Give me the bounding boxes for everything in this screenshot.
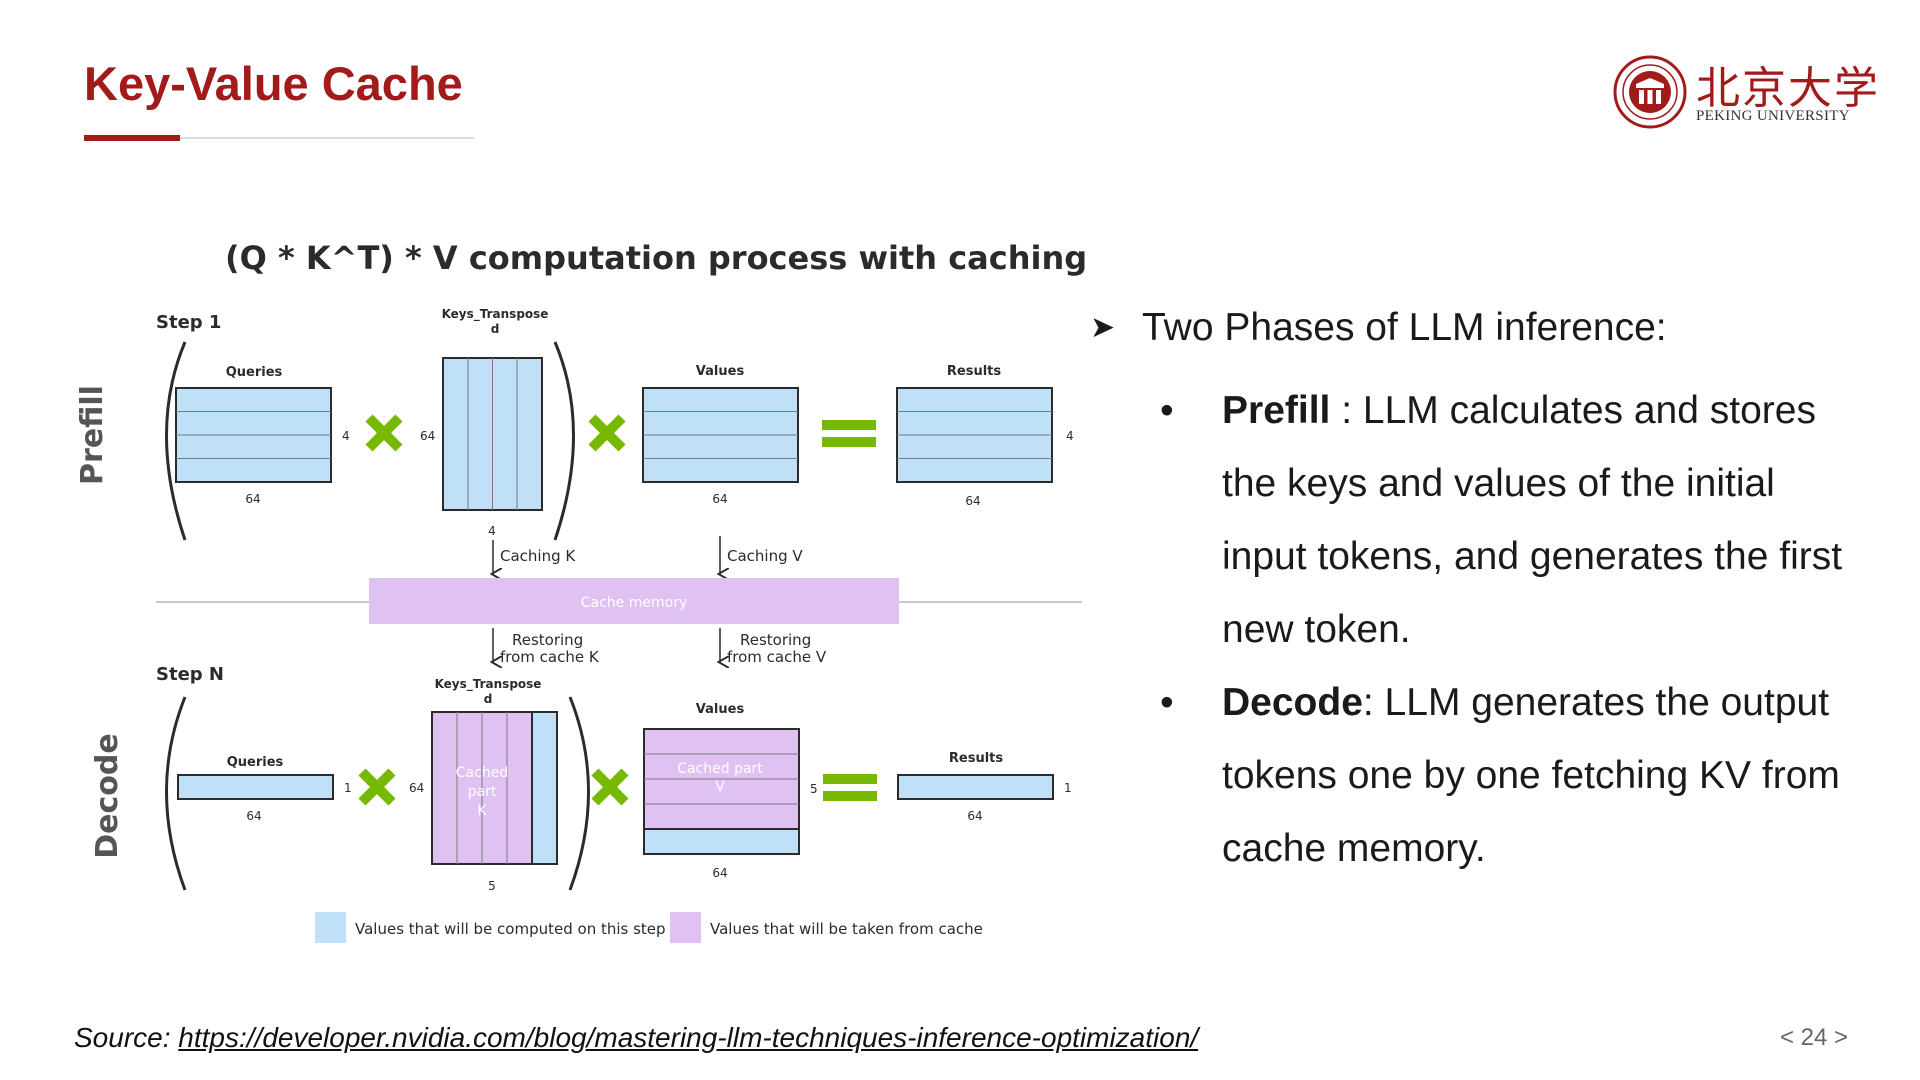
- decode-left-paren: [165, 696, 187, 891]
- equals-icon: [823, 774, 877, 801]
- decode-keys-rows: 64: [409, 781, 424, 795]
- multiply-icon: [591, 768, 629, 806]
- restore-k-label-line2: from cache K: [500, 648, 600, 666]
- dot-bullet-icon: •: [1160, 389, 1174, 432]
- legend-computed-swatch: [315, 912, 346, 943]
- decode-values-label: Values: [696, 702, 745, 717]
- prefill-description: : LLM calculates and stores the keys and…: [1222, 389, 1843, 651]
- decode-results-matrix: [897, 774, 1054, 800]
- title-accent-bar: [84, 135, 180, 141]
- decode-cached-k-line3: K: [477, 803, 487, 819]
- university-name-chinese: 北京大学: [1696, 63, 1880, 114]
- prefill-phase-label: Prefill: [75, 385, 110, 485]
- bullet-main-text: Two Phases of LLM inference:: [1142, 306, 1667, 349]
- decode-term: Decode: [1222, 681, 1363, 724]
- peking-university-logo: 北京大学 PEKING UNIVERSITY: [1612, 52, 1878, 132]
- university-name-english: PEKING UNIVERSITY: [1696, 108, 1850, 124]
- prefill-values-cols: 64: [712, 492, 727, 506]
- prefill-results-label: Results: [947, 364, 1001, 379]
- prefill-queries-cols: 64: [245, 492, 260, 506]
- caching-k-label: Caching K: [500, 547, 576, 565]
- multiply-icon: [358, 768, 396, 806]
- decode-keys-label: Keys_Transpose: [435, 677, 542, 692]
- decode-queries-rows: 1: [344, 781, 352, 795]
- bullet-main: ➤ Two Phases of LLM inference:: [1090, 300, 1890, 356]
- decode-results-cols: 64: [967, 809, 982, 823]
- decode-queries-matrix: [177, 774, 334, 800]
- prefill-results-cols: 64: [965, 494, 980, 508]
- prefill-keys-label-d: d: [491, 322, 500, 336]
- sub-bullet-decode: • Decode: LLM generates the output token…: [1160, 666, 1890, 885]
- decode-cached-v-line2: V: [715, 779, 725, 795]
- decode-description: : LLM generates the output tokens one by…: [1222, 681, 1840, 870]
- decode-keys-cols: 5: [488, 879, 496, 893]
- prefill-right-paren: [553, 341, 575, 541]
- slide-title: Key-Value Cache: [84, 57, 463, 110]
- decode-values-rows: 5: [810, 782, 818, 796]
- legend-cached-swatch: [670, 912, 701, 943]
- caching-v-label: Caching V: [727, 547, 803, 565]
- prefill-results-matrix: [896, 387, 1053, 483]
- equals-icon: [822, 420, 876, 447]
- prefill-keys-cols: 4: [488, 524, 496, 538]
- source-citation: Source: https://developer.nvidia.com/blo…: [74, 1022, 1198, 1054]
- restore-k-label-line1: Restoring: [512, 631, 583, 649]
- dot-bullet-icon: •: [1160, 681, 1174, 724]
- source-link[interactable]: https://developer.nvidia.com/blog/master…: [178, 1022, 1199, 1053]
- prefill-queries-matrix: [175, 387, 332, 483]
- cache-memory-label: Cache memory: [581, 595, 687, 611]
- decode-right-paren: [568, 696, 590, 891]
- decode-values-matrix: [643, 728, 800, 855]
- prefill-left-paren: [165, 341, 187, 541]
- multiply-icon: [588, 414, 626, 452]
- decode-queries-label: Queries: [227, 755, 284, 770]
- multiply-icon: [365, 414, 403, 452]
- prefill-keys-matrix: [442, 357, 543, 511]
- prefill-results-rows: 4: [1066, 429, 1074, 443]
- cache-memory-block: [369, 578, 899, 624]
- restore-v-label-line1: Restoring: [740, 631, 811, 649]
- prefill-queries-rows: 4: [342, 429, 350, 443]
- decode-results-label: Results: [949, 751, 1003, 766]
- bullet-list: ➤ Two Phases of LLM inference: • Prefill…: [1090, 300, 1890, 885]
- prefill-queries-label: Queries: [226, 365, 283, 380]
- source-label: Source:: [74, 1022, 179, 1053]
- prefill-values-label: Values: [696, 364, 745, 379]
- legend-cached-label: Values that will be taken from cache: [710, 920, 983, 938]
- decode-cached-v-line1: Cached part: [677, 761, 763, 777]
- prefill-keys-label: Keys_Transpose: [442, 307, 549, 322]
- sub-bullet-prefill: • Prefill : LLM calculates and stores th…: [1160, 374, 1890, 666]
- prefill-term: Prefill: [1222, 389, 1331, 432]
- arrow-bullet-icon: ➤: [1090, 311, 1116, 344]
- legend-computed-label: Values that will be computed on this ste…: [355, 920, 666, 938]
- decode-values-cols: 64: [712, 866, 727, 880]
- decode-queries-cols: 64: [246, 809, 261, 823]
- restore-v-label-line2: from cache V: [727, 648, 827, 666]
- decode-step-label: Step N: [156, 664, 224, 685]
- decode-keys-label-d: d: [484, 692, 493, 706]
- title-underline: [84, 137, 474, 139]
- decode-cached-k-line2: part: [468, 784, 497, 800]
- prefill-keys-rows: 64: [420, 429, 435, 443]
- decode-phase-label: Decode: [90, 733, 125, 858]
- decode-cached-k-line1: Cached: [456, 765, 508, 781]
- prefill-values-matrix: [642, 387, 799, 483]
- university-seal-icon: [1613, 55, 1687, 129]
- diagram-title: (Q * K^T) * V computation process with c…: [225, 239, 1087, 277]
- decode-keys-matrix: [431, 711, 558, 865]
- kv-cache-diagram: (Q * K^T) * V computation process with c…: [75, 239, 1087, 943]
- page-number: < 24 >: [1779, 1024, 1848, 1051]
- decode-results-rows: 1: [1064, 781, 1072, 795]
- prefill-step-label: Step 1: [156, 312, 221, 333]
